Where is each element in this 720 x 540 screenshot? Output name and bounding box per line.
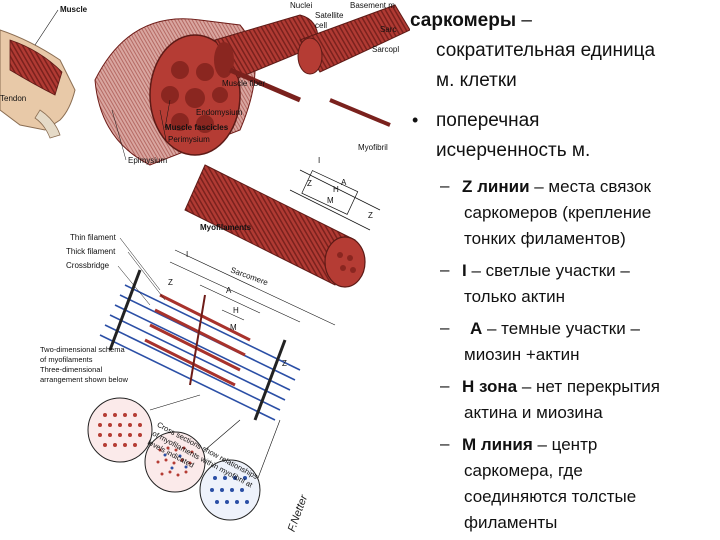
bullet-glyph: • — [412, 110, 418, 131]
heading-line-2: сократительная единица — [436, 40, 655, 62]
item-m-desc: – центр — [533, 435, 598, 454]
label-sarcoplasm: Sarcopl — [372, 45, 399, 54]
myofilament-schema — [100, 270, 300, 420]
item-z-line-2: саркомеров (крепление — [464, 202, 651, 224]
item-m-line-1: M линия – центр — [462, 434, 597, 456]
label-nuclei: Nuclei — [290, 1, 312, 10]
label-thin-filament: Thin filament — [70, 233, 117, 242]
label-band-m-top: M — [327, 196, 334, 205]
item-z-term: Z линии — [462, 177, 530, 196]
item-i-desc: – светлые участки – — [467, 261, 630, 280]
item-h-line-1: H зона – нет перекрытия — [462, 376, 660, 398]
item-h-line-2: актина и миозина — [464, 402, 603, 424]
label-schema-4: arrangement shown below — [40, 375, 129, 384]
muscle-anatomy-illustration: Muscle Tendon Nuclei Basement m Satellit… — [0, 0, 410, 540]
item-m-line-3: соединяются толстые — [464, 486, 636, 508]
label-band-a: A — [226, 286, 232, 295]
label-schema-3: Three-dimensional — [40, 365, 102, 374]
label-schema-1: Two-dimensional schema — [40, 345, 125, 354]
bullet-line-1: поперечная — [436, 110, 539, 132]
item-z-line-3: тонких филаментов) — [464, 228, 626, 250]
label-band-z-top2: Z — [368, 211, 373, 220]
label-basement: Basement m — [350, 1, 395, 10]
item-m-line-4: филаменты — [464, 512, 557, 534]
label-epimysium: Epimysium — [128, 156, 167, 165]
item-h-term: H зона — [462, 377, 517, 396]
label-muscle-fiber: Muscle fiber — [222, 79, 265, 88]
label-tendon: Tendon — [0, 94, 26, 103]
label-muscle: Muscle — [60, 5, 88, 14]
item-z-line-1: Z линии – места связок — [462, 176, 651, 198]
signature: F.Netter — [286, 492, 311, 533]
item-i-line-1: I – светлые участки – — [462, 260, 630, 282]
dash-z: – — [440, 176, 449, 196]
label-band-i: I — [186, 250, 188, 259]
label-myofilaments: Myofilaments — [200, 223, 252, 232]
label-satellite: Satellite — [315, 11, 344, 20]
heading-dash: – — [516, 10, 532, 31]
label-band-a-top: A — [341, 178, 347, 187]
label-band-z-2: Z — [282, 359, 287, 368]
label-band-h-top: H — [333, 185, 339, 194]
text-panel: саркомеры – сократительная единица м. кл… — [400, 0, 720, 540]
item-m-term: M линия — [462, 435, 533, 454]
label-sarcolemma: Sarc — [380, 25, 396, 34]
item-z-desc: – места связок — [530, 177, 651, 196]
label-perimysium: Perimysium — [168, 135, 210, 144]
label-band-i-top: I — [318, 156, 320, 165]
label-schema-2: of myofilaments — [40, 355, 93, 364]
label-band-h: H — [233, 306, 239, 315]
label-myofibril: Myofibril — [358, 143, 388, 152]
item-a-term: A — [470, 319, 482, 338]
dash-h: – — [440, 376, 449, 396]
dash-i: – — [440, 260, 449, 280]
item-a-line-2: миозин +актин — [464, 344, 580, 366]
heading-line-3: м. клетки — [436, 70, 517, 92]
item-a-line-1: A – темные участки – — [470, 318, 640, 340]
label-band-z-top: Z — [307, 179, 312, 188]
heading-term: саркомеры — [410, 10, 516, 31]
item-m-line-2: саркомера, где — [464, 460, 583, 482]
label-endomysium: Endomysium — [196, 108, 243, 117]
label-cell: cell — [315, 21, 327, 30]
label-thick-filament: Thick filament — [66, 247, 116, 256]
label-band-m: M — [230, 323, 237, 332]
label-crossbridge: Crossbridge — [66, 261, 110, 270]
label-sarcomere: Sarcomere — [229, 265, 269, 287]
dash-a: – — [440, 318, 449, 338]
heading-line-1: саркомеры – — [410, 10, 532, 32]
item-a-desc: – темные участки – — [482, 319, 640, 338]
item-i-line-2: только актин — [464, 286, 565, 308]
limb-sketch — [0, 30, 75, 138]
item-h-desc: – нет перекрытия — [517, 377, 660, 396]
label-band-z: Z — [168, 278, 173, 287]
bullet-line-2: исчерченность м. — [436, 140, 590, 162]
dash-m: – — [440, 434, 449, 454]
label-muscle-fascicles: Muscle fascicles — [165, 123, 229, 132]
